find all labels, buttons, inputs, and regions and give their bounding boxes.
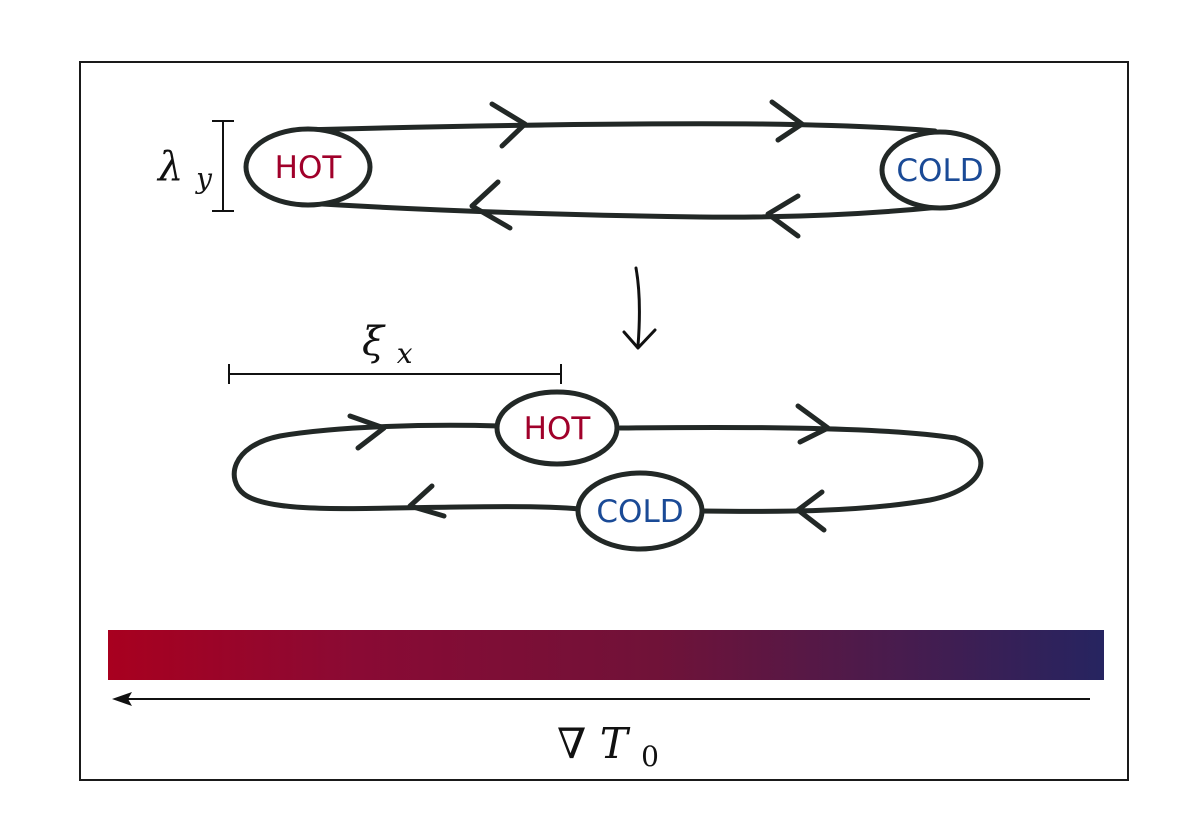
bottom-cold-region — [575, 470, 705, 552]
top-cold-region — [879, 129, 1001, 211]
bottom-loop-flow — [231, 422, 984, 514]
gradient-color-bar — [108, 630, 1104, 680]
top-cold-label: COLD — [896, 153, 983, 189]
top-hot-label: HOT — [275, 150, 343, 186]
xi-symbol: ξ x — [362, 319, 413, 370]
transition-arrow-shaft — [634, 266, 641, 348]
top-hot-region — [243, 126, 373, 208]
top-arrow-left-2 — [765, 193, 801, 239]
top-loop-lower-flow — [302, 200, 943, 220]
nabla-symbol: ∇ — [557, 719, 586, 768]
temperature-gradient: ∇ T 0 — [108, 630, 1104, 773]
bottom-hot-region — [494, 389, 620, 467]
transition-arrow — [622, 266, 657, 350]
top-loop: HOT COLD λ y — [156, 99, 1001, 239]
top-arrow-right-2 — [769, 99, 805, 143]
bottom-arrow-right-upper-left — [347, 413, 387, 451]
xi-subscript: x — [397, 337, 413, 370]
transition-arrow-head — [622, 328, 657, 350]
gradient-arrowhead — [112, 692, 132, 706]
top-arrow-left-1 — [469, 179, 513, 231]
bottom-hot-label: HOT — [524, 411, 592, 447]
bottom-arrow-left-lower-left — [407, 483, 447, 519]
lambda-symbol: λ y — [156, 144, 213, 195]
bottom-arrow-right-upper-right — [795, 403, 831, 445]
lambda-scale-bar — [212, 120, 234, 212]
bottom-arrow-left-lower-right — [795, 489, 827, 533]
xi-main: ξ — [362, 319, 386, 365]
bottom-loop: ξ x HOT COLD — [228, 319, 984, 552]
xi-scale-bar — [228, 364, 562, 384]
bottom-cold-label: COLD — [596, 494, 683, 530]
lambda-subscript: y — [194, 162, 213, 195]
gradient-label: ∇ T 0 — [557, 719, 659, 773]
temperature-variable: T — [600, 719, 631, 768]
temperature-subscript: 0 — [641, 740, 659, 773]
top-loop-upper-flow — [297, 121, 938, 134]
top-arrow-right-1 — [489, 101, 528, 149]
lambda-main: λ — [156, 144, 183, 190]
